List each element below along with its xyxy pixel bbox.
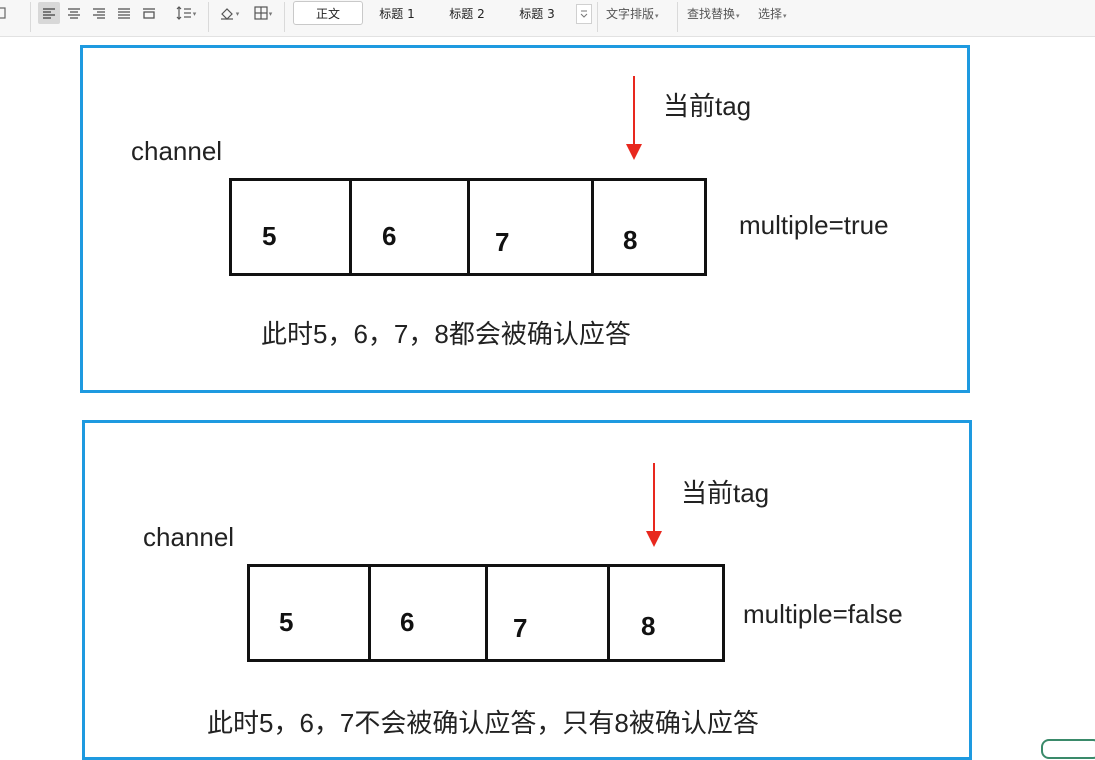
text-layout-menu[interactable]: 文字排版▾ xyxy=(606,5,659,22)
multiple-flag-label: multiple=false xyxy=(743,599,903,629)
current-tag-arrow xyxy=(646,463,662,547)
styles-more-icon[interactable] xyxy=(576,4,592,24)
channel-tag-row: 5 6 7 8 xyxy=(247,564,725,662)
chevron-down-icon: ▾ xyxy=(655,12,659,20)
align-left-icon[interactable] xyxy=(38,2,60,24)
select-menu[interactable]: 选择▾ xyxy=(758,5,787,22)
style-heading-2[interactable]: 标题 2 xyxy=(449,6,485,21)
tag-cell: 8 xyxy=(594,181,704,273)
toolbar-separator xyxy=(208,2,209,32)
toolbar-separator xyxy=(597,2,598,32)
shading-icon[interactable]: ▾ xyxy=(214,2,244,24)
channel-label: channel xyxy=(131,136,223,166)
channel-label: channel xyxy=(143,522,235,552)
line-spacing-icon[interactable]: ▾ xyxy=(170,2,202,24)
align-right-icon[interactable] xyxy=(88,2,110,24)
justify-icon[interactable] xyxy=(113,2,135,24)
border-icon[interactable]: ▾ xyxy=(247,2,279,24)
align-center-icon[interactable] xyxy=(63,2,85,24)
channel-tag-row: 5 6 7 8 xyxy=(229,178,707,276)
tag-value: 8 xyxy=(641,611,656,641)
current-tag-label: 当前tag xyxy=(663,91,752,121)
tag-cell: 6 xyxy=(352,181,470,273)
style-normal[interactable]: 正文 xyxy=(293,1,363,25)
diagram-multiple-true: channel 当前tag 5 6 7 8 multiple=true 此时5，… xyxy=(80,45,970,393)
diagram-multiple-false: channel 当前tag 5 6 7 8 multiple=false 此时5… xyxy=(82,420,972,760)
diagram-caption: 此时5，6，7，8都会被确认应答 xyxy=(261,319,631,349)
find-replace-label: 查找替换 xyxy=(687,7,736,21)
select-label: 选择 xyxy=(758,7,783,21)
tag-value: 7 xyxy=(513,613,528,643)
diagram-caption: 此时5，6，7不会被确认应答，只有8被确认应答 xyxy=(207,708,759,738)
ribbon-toolbar: ▾ ▾ ▾ 正文 标题 1 标题 2 标题 3 文字排版▾ 查找替换▾ 选择▾ xyxy=(0,0,1095,37)
toolbar-separator xyxy=(30,2,31,32)
toolbar-separator xyxy=(677,2,678,32)
tag-value: 6 xyxy=(382,221,397,251)
clear-format-icon[interactable] xyxy=(0,2,8,24)
distributed-align-icon[interactable] xyxy=(138,2,160,24)
chevron-down-icon: ▾ xyxy=(736,12,740,20)
floating-widget-button[interactable] xyxy=(1041,739,1095,759)
tag-value: 8 xyxy=(623,225,638,255)
text-layout-label: 文字排版 xyxy=(606,7,655,21)
tag-cell: 5 xyxy=(250,567,371,659)
toolbar-separator xyxy=(284,2,285,32)
multiple-flag-label: multiple=true xyxy=(739,210,889,240)
tag-value: 5 xyxy=(279,607,294,637)
tag-cell: 7 xyxy=(488,567,610,659)
tag-cell: 7 xyxy=(470,181,594,273)
current-tag-label: 当前tag xyxy=(681,478,770,508)
style-heading-1[interactable]: 标题 1 xyxy=(379,6,415,21)
tag-cell: 5 xyxy=(232,181,352,273)
tag-value: 6 xyxy=(400,607,415,637)
tag-value: 7 xyxy=(495,227,510,257)
style-heading-3[interactable]: 标题 3 xyxy=(519,6,555,21)
chevron-down-icon: ▾ xyxy=(783,12,787,20)
find-replace-menu[interactable]: 查找替换▾ xyxy=(687,5,740,22)
current-tag-arrow xyxy=(626,76,642,160)
tag-cell: 8 xyxy=(610,567,722,659)
tag-value: 5 xyxy=(262,221,277,251)
tag-cell: 6 xyxy=(371,567,488,659)
